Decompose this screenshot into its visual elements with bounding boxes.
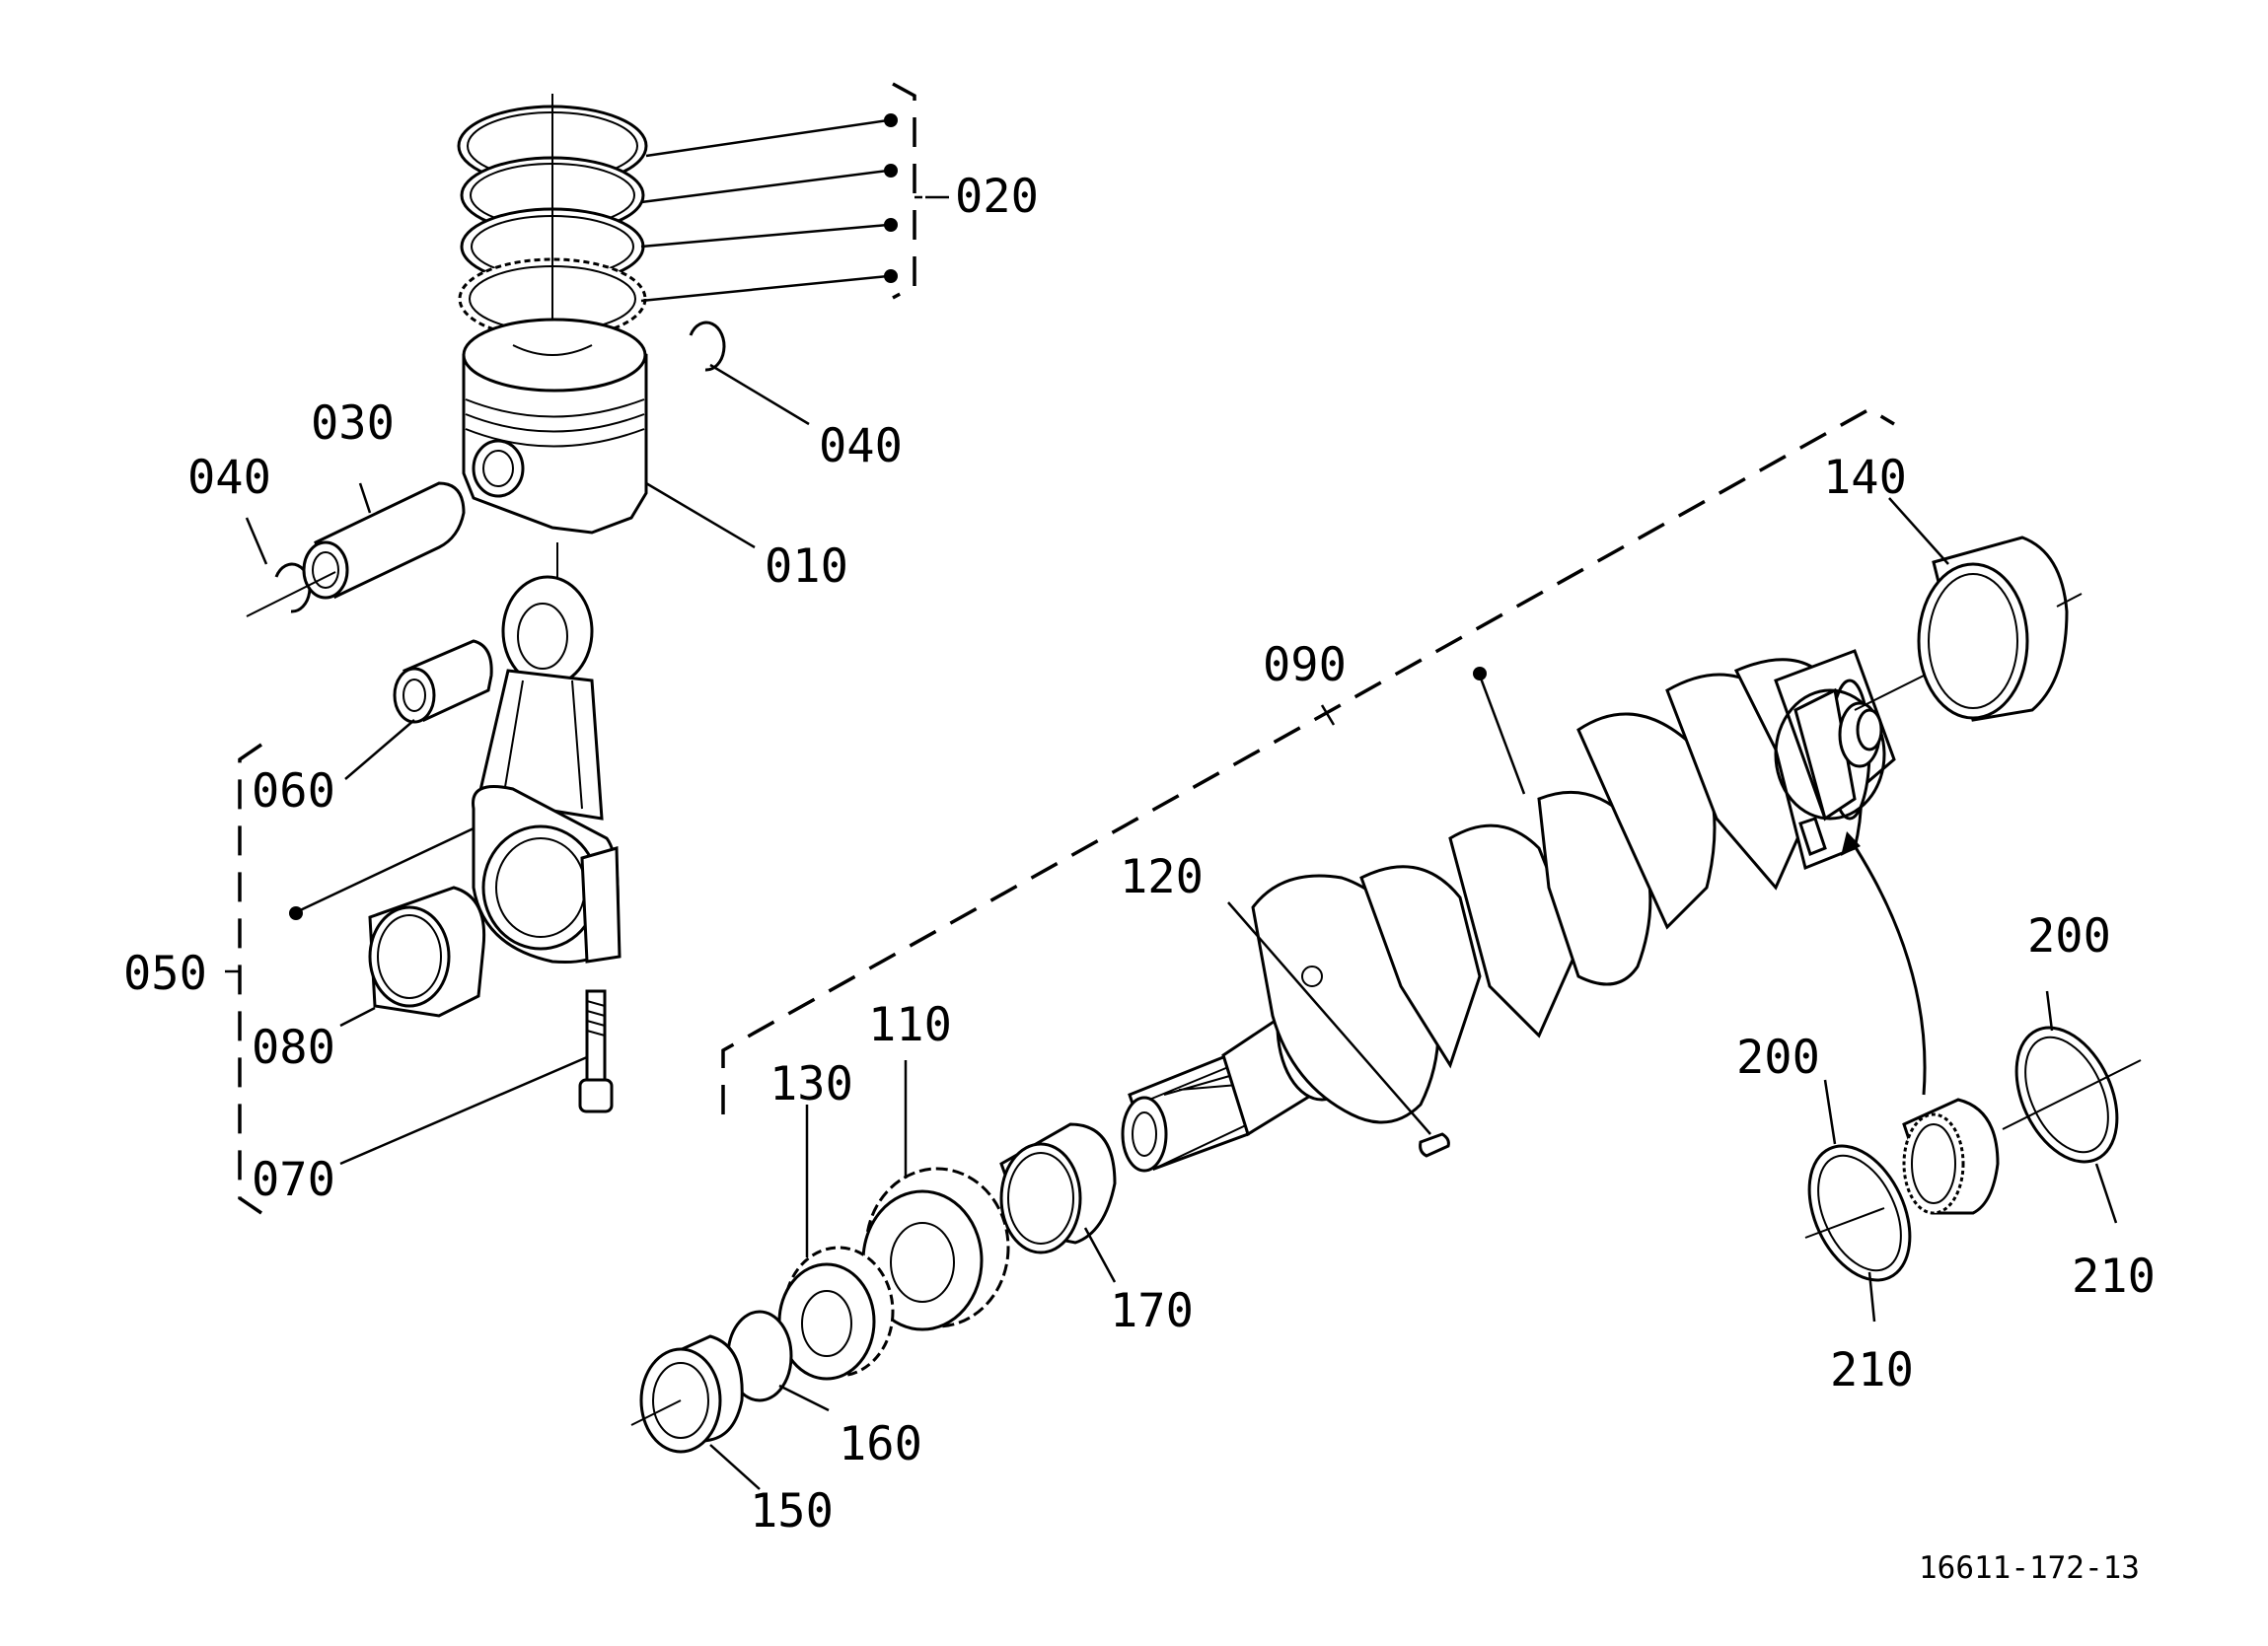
- label-040-left: 040: [187, 451, 271, 505]
- label-150: 150: [750, 1484, 834, 1539]
- label-200-left: 200: [1736, 1031, 1820, 1085]
- label-110: 110: [868, 998, 952, 1052]
- assembly-arrow: [1848, 837, 1927, 1096]
- label-050: 050: [123, 947, 207, 1001]
- rear-main-bearing: [1917, 536, 2083, 722]
- circlip-right: [689, 321, 726, 372]
- diagram-reference-number: 16611-172-13: [1919, 1550, 2140, 1586]
- label-010: 010: [765, 539, 848, 594]
- crankshaft: [1121, 649, 1974, 1173]
- leader-dots: [289, 113, 1487, 920]
- label-030: 030: [311, 396, 395, 451]
- crank-gear-large: [861, 1167, 1010, 1331]
- piston-pin: [246, 481, 466, 617]
- label-170: 170: [1110, 1284, 1194, 1338]
- assembly-arrow-head: [1841, 831, 1861, 856]
- label-210-left: 210: [1830, 1343, 1914, 1397]
- bracket-090: [721, 406, 1895, 1114]
- rod-bolt: [578, 989, 614, 1113]
- label-040-right: 040: [819, 419, 903, 473]
- label-070: 070: [252, 1153, 335, 1207]
- small-end-bushing: [393, 639, 493, 724]
- key: [1419, 1132, 1450, 1158]
- label-060: 060: [252, 764, 335, 819]
- connecting-rod: [472, 542, 622, 965]
- label-210-right: 210: [2072, 1250, 2156, 1304]
- label-140: 140: [1823, 451, 1907, 505]
- label-130: 130: [769, 1057, 853, 1111]
- label-020: 020: [955, 170, 1039, 224]
- big-end-bearing: [368, 886, 486, 1018]
- label-160: 160: [839, 1417, 922, 1471]
- collar: [630, 1334, 744, 1454]
- piston: [462, 318, 648, 535]
- thrust-bearing-center: [1902, 1098, 2000, 1215]
- thrust-washer-right: [2002, 1026, 2142, 1164]
- leader-lines: [245, 118, 2118, 1490]
- label-120: 120: [1120, 850, 1204, 904]
- bracket-020: [892, 82, 922, 300]
- label-090: 090: [1263, 638, 1347, 692]
- label-200-right: 200: [2027, 909, 2111, 964]
- crank-gear-small: [777, 1246, 895, 1381]
- piston-rings: [457, 94, 648, 340]
- crank-nose-bushing: [999, 1122, 1117, 1254]
- bracket-050: [225, 743, 262, 1215]
- thrust-washer-left: [1804, 1144, 1912, 1282]
- label-080: 080: [252, 1021, 335, 1075]
